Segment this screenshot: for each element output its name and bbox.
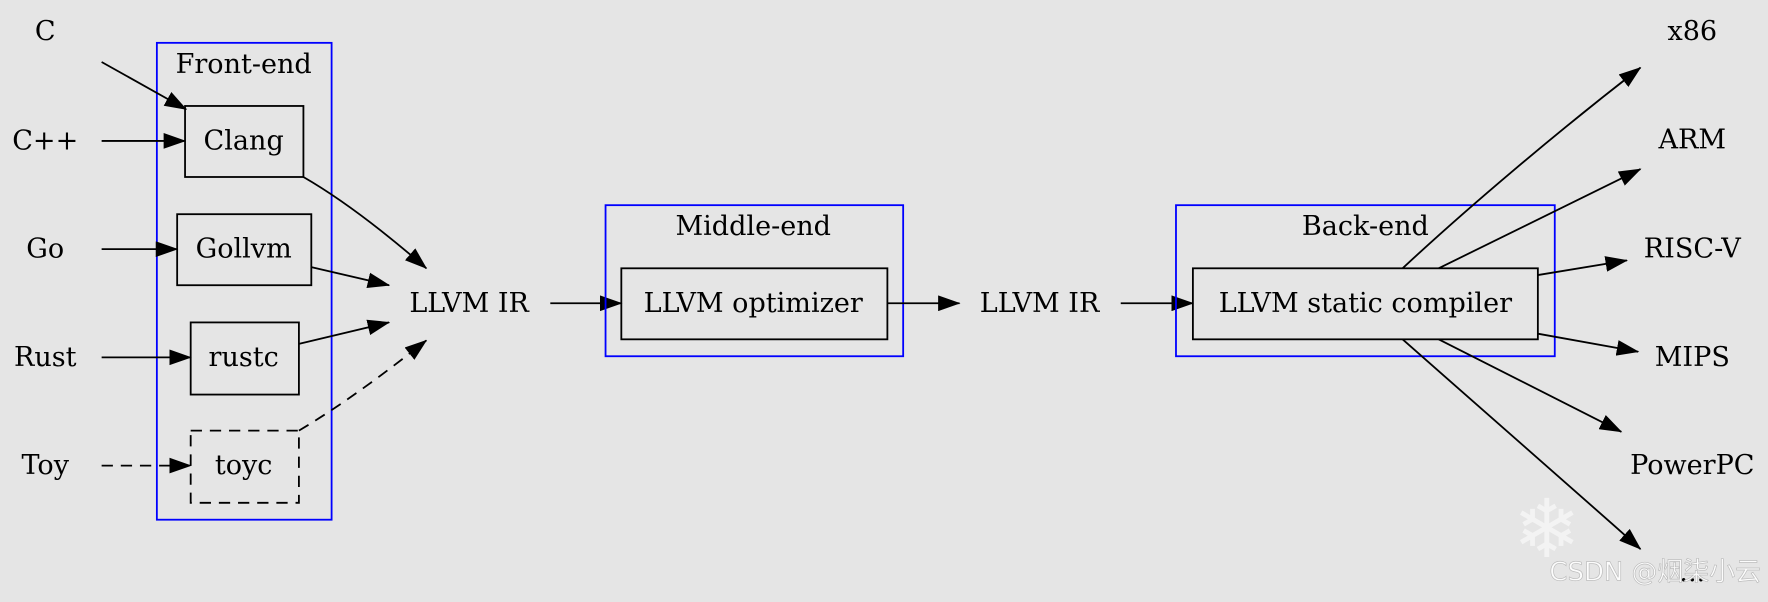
edge-compiler-to-risc-v — [1537, 256, 1629, 276]
source-label-c: C — [35, 16, 56, 47]
edge-clang-to-llvm-ir — [302, 176, 428, 270]
front-end-cluster-label: Front-end — [176, 49, 312, 80]
edge-compiler-to-mips — [1537, 332, 1640, 356]
toyc-node-label: toyc — [215, 450, 273, 481]
edge-gollvm-to-llvm-ir — [311, 266, 391, 289]
target-label-powerpc: PowerPC — [1630, 450, 1754, 481]
front-end-cluster-border — [155, 41, 333, 521]
source-edges — [101, 61, 192, 474]
edge-compiler-to-powerpc — [1438, 338, 1623, 433]
llvm-ir-label-second: LLVM IR — [980, 288, 1101, 319]
llvm-optimizer-node-label: LLVM optimizer — [644, 288, 863, 319]
llvm-static-compiler-node-label: LLVM static compiler — [1219, 288, 1512, 319]
gollvm-node-label: Gollvm — [196, 234, 292, 265]
target-label-mips: MIPS — [1655, 342, 1730, 373]
watermark-text: CSDN @烟柒小云 — [1549, 558, 1761, 588]
rustc-node-label: rustc — [209, 342, 279, 373]
target-label-arm: ARM — [1658, 124, 1727, 155]
target-label-risc-v: RISC-V — [1644, 234, 1741, 265]
llvm-ir-label-first: LLVM IR — [409, 288, 530, 319]
front-end-cluster: Front-end Clang Gollvm rustc toyc — [155, 41, 333, 521]
edge-compiler-to-more — [1401, 338, 1642, 550]
edge-toyc-to-llvm-ir — [298, 339, 428, 432]
middle-end-cluster-label: Middle-end — [675, 211, 831, 242]
source-label-toy: Toy — [22, 450, 70, 481]
source-languages: C C++ Go Rust Toy — [12, 16, 78, 481]
llvm-static-compiler-node-box — [1191, 267, 1539, 341]
clang-node-label: Clang — [204, 125, 284, 156]
back-end-cluster-label: Back-end — [1302, 211, 1429, 242]
front-end-to-ir-edges — [298, 176, 428, 432]
edge-compiler-to-x86 — [1401, 66, 1642, 269]
target-label-x86: x86 — [1667, 16, 1717, 47]
source-label-go: Go — [26, 234, 64, 265]
middle-end-cluster: Middle-end LLVM optimizer — [604, 204, 905, 358]
target-label-more: ... — [1679, 557, 1705, 588]
edge-compiler-to-arm — [1438, 168, 1642, 270]
source-label-rust: Rust — [14, 342, 77, 373]
source-label-cpp: C++ — [12, 125, 78, 156]
middle-end-cluster-border — [604, 204, 905, 358]
target-edges — [1401, 66, 1642, 550]
back-end-cluster-border — [1175, 204, 1556, 358]
target-architectures: x86 ARM RISC-V MIPS PowerPC ... — [1630, 16, 1754, 588]
edge-c-to-clang — [101, 61, 188, 111]
snowflake-icon: ❄ — [1513, 483, 1581, 577]
back-end-cluster: Back-end LLVM static compiler — [1175, 204, 1556, 358]
toyc-node-box — [189, 429, 300, 504]
edge-rustc-to-llvm-ir — [298, 319, 391, 345]
watermark: ❄ CSDN @烟柒小云 — [1513, 483, 1762, 588]
